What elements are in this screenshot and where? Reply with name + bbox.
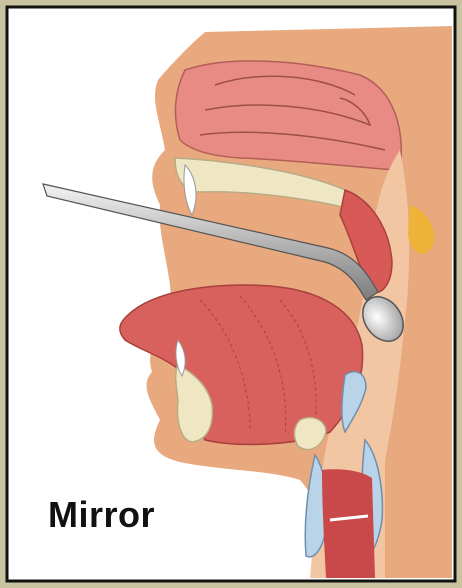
figure-caption: Mirror <box>48 494 155 536</box>
trachea <box>322 469 375 578</box>
